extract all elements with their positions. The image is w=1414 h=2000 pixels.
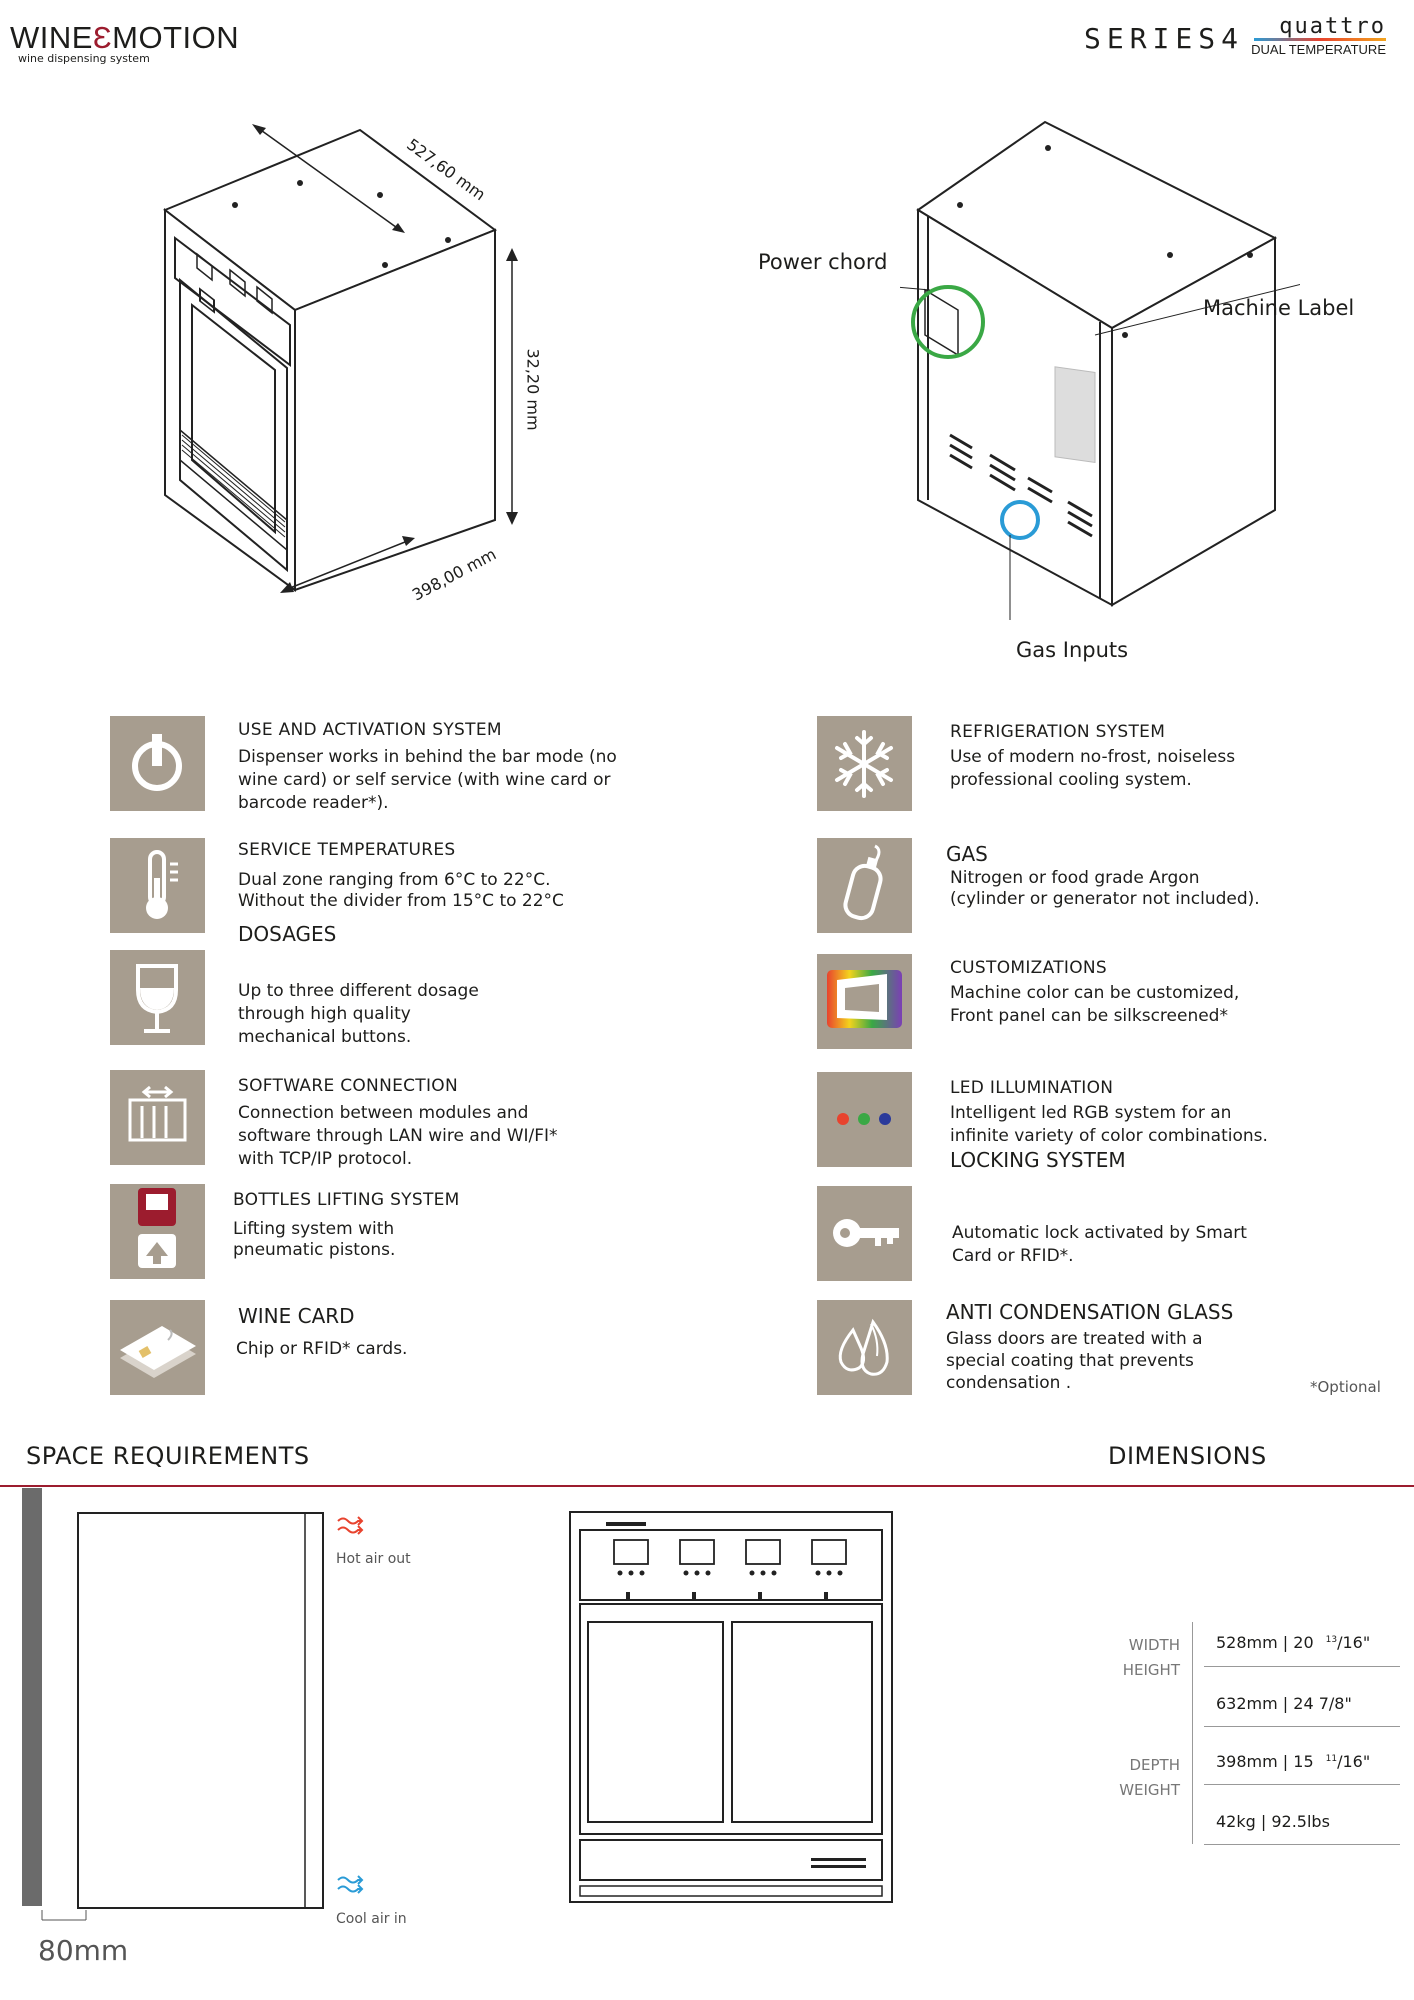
thermometer-icon (110, 838, 205, 933)
feature-desc-anti-condensation: Glass doors are treated with a special c… (946, 1329, 1203, 1393)
gap-label: 80mm (38, 1934, 129, 1967)
brand-tagline: wine dispensing system (18, 52, 150, 65)
feature-title-software: SOFTWARE CONNECTION (238, 1076, 458, 1096)
feature-title-customizations: CUSTOMIZATIONS (950, 958, 1107, 978)
dim-rule-2 (1204, 1726, 1400, 1727)
feature-desc-dosages: Up to three different dosage through hig… (238, 981, 479, 1047)
dimensions-vertical-rule (1192, 1622, 1193, 1844)
model-name: quattro (1279, 14, 1386, 39)
feature-title-refrigeration: REFRIGERATION SYSTEM (950, 722, 1166, 742)
brand-logo: WINEƐMOTION (10, 20, 239, 56)
dim-depth-fraction: 11 (1325, 1753, 1338, 1764)
feature-desc-gas: Nitrogen or food grade Argon (cylinder o… (950, 868, 1260, 909)
series-label: SERIES4 (1083, 22, 1244, 55)
feature-title-activation: USE AND ACTIVATION SYSTEM (238, 720, 502, 740)
customization-icon (817, 954, 912, 1049)
hot-air-icon (337, 1516, 364, 1535)
space-requirements-title: SPACE REQUIREMENTS (26, 1442, 310, 1470)
snowflake-icon (817, 716, 912, 811)
wall-block (22, 1488, 42, 1906)
dim-depth-main: 398mm | 15 (1216, 1752, 1314, 1771)
anti-condensation-icon (817, 1300, 912, 1395)
dim-label-weight: WEIGHT (1119, 1781, 1180, 1799)
front-isometric-drawing (163, 124, 518, 593)
feature-title-locking: LOCKING SYSTEM (950, 1148, 1126, 1172)
power-chord-highlight (911, 285, 985, 359)
dim-depth-denominator: /16" (1337, 1752, 1371, 1771)
dim-value-height: 632mm | 24 7/8" (1216, 1694, 1352, 1713)
feature-desc-software: Connection between modules and software … (238, 1103, 558, 1169)
feature-desc-lifting: Lifting system with pneumatic pistons. (233, 1219, 396, 1260)
feature-desc-locking: Automatic lock activated by Smart Card o… (952, 1223, 1247, 1266)
dim-width-denominator: /16" (1337, 1633, 1371, 1652)
cool-air-label: Cool air in (336, 1911, 407, 1927)
wine-glass-icon (110, 950, 205, 1045)
optional-note: *Optional (1310, 1378, 1381, 1396)
dim-width-main: 528mm | 20 (1216, 1633, 1314, 1652)
feature-desc-refrigeration: Use of modern no-frost, noiseless profes… (950, 747, 1236, 790)
dim-width-fraction: 13 (1325, 1634, 1338, 1645)
dimensions-title: DIMENSIONS (1108, 1442, 1267, 1470)
gap-marker (41, 1910, 87, 1921)
feature-title-lifting: BOTTLES LIFTING SYSTEM (233, 1190, 460, 1210)
lifting-icon (110, 1184, 205, 1279)
feature-title-temperatures: SERVICE TEMPERATURES (238, 840, 456, 860)
gas-inputs-highlight (1000, 500, 1040, 540)
dim-value-weight: 42kg | 92.5lbs (1216, 1812, 1330, 1831)
side-view-drawing (77, 1512, 324, 1909)
feature-title-wine-card: WINE CARD (238, 1304, 355, 1328)
hot-air-label: Hot air out (336, 1551, 411, 1567)
feature-title-dosages: DOSAGES (238, 922, 337, 946)
key-icon (817, 1186, 912, 1281)
dim-label-height: HEIGHT (1122, 1661, 1180, 1679)
feature-desc-led: Intelligent led RGB system for an infini… (950, 1103, 1268, 1146)
software-icon (110, 1070, 205, 1165)
dim-rule-3 (1204, 1784, 1400, 1785)
feature-desc-temperatures: Dual zone ranging from 6°C to 22°C. With… (238, 870, 564, 911)
wine-card-icon (110, 1300, 205, 1395)
brand-text-right: MOTION (112, 20, 240, 55)
feature-desc-activation: Dispenser works in behind the bar mode (… (238, 747, 617, 813)
feature-title-led: LED ILLUMINATION (950, 1078, 1114, 1098)
dim-label-width: WIDTH (1128, 1636, 1180, 1654)
callout-gas-inputs: Gas Inputs (1016, 638, 1129, 662)
callout-machine-label: Machine Label (1203, 296, 1355, 320)
power-icon (110, 716, 205, 811)
feature-title-anti-condensation: ANTI CONDENSATION GLASS (946, 1300, 1234, 1324)
dim-rule-1 (1204, 1666, 1400, 1667)
section-divider (0, 1485, 1414, 1487)
feature-title-gas: GAS (946, 842, 988, 866)
model-underline (1254, 38, 1386, 41)
dim-value-width: 528mm | 20 13/16" (1216, 1633, 1370, 1652)
rear-isometric-drawing (900, 120, 1300, 620)
cool-air-icon (337, 1875, 364, 1894)
dim-height-label: 32,20 mm (523, 348, 543, 431)
brand-drop-icon: Ɛ (92, 20, 113, 55)
dim-rule-4 (1204, 1844, 1400, 1845)
dim-value-depth: 398mm | 15 11/16" (1216, 1752, 1370, 1771)
front-view-drawing (569, 1511, 893, 1903)
callout-power-chord: Power chord (758, 250, 888, 274)
brand-text-left: WINE (10, 20, 93, 55)
feature-desc-customizations: Machine color can be customized, Front p… (950, 983, 1240, 1026)
led-icon (817, 1072, 912, 1167)
feature-desc-wine-card: Chip or RFID* cards. (236, 1339, 408, 1359)
gas-cylinder-icon (817, 838, 912, 933)
dim-label-depth: DEPTH (1129, 1756, 1180, 1774)
model-subtitle: DUAL TEMPERATURE (1251, 42, 1386, 57)
